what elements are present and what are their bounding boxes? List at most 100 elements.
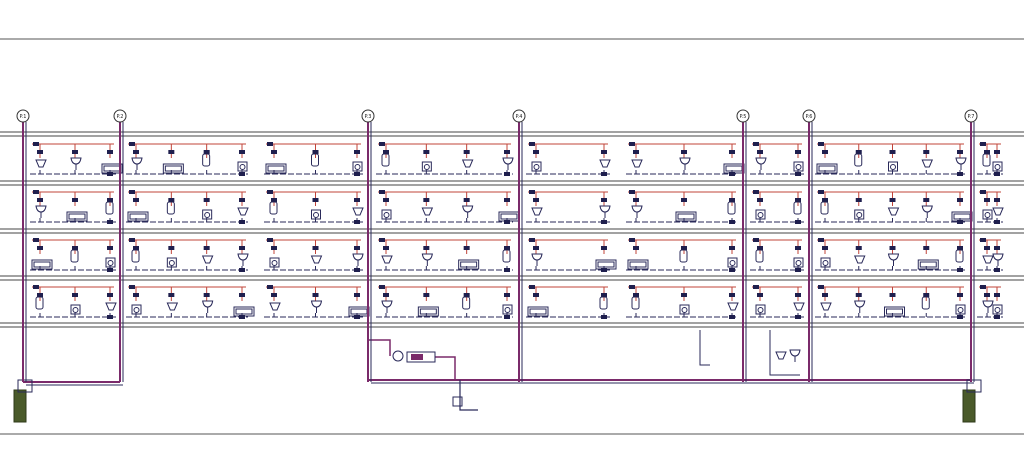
washing-machine-drum <box>729 260 736 266</box>
valve-icon <box>957 268 963 272</box>
valve-icon <box>529 190 535 194</box>
valve-icon <box>994 220 1000 224</box>
valve-icon <box>239 220 245 224</box>
valve-icon <box>994 172 1000 176</box>
valve-icon <box>354 220 360 224</box>
valve-icon <box>729 293 735 297</box>
washing-machine-drum <box>795 260 802 266</box>
valve-icon <box>994 150 1000 154</box>
valve-icon <box>994 198 1000 202</box>
riser-tag-label: P.7 <box>967 114 974 120</box>
washbasin-icon <box>599 205 611 213</box>
water-meter-icon <box>406 351 436 363</box>
valve-icon <box>633 246 639 250</box>
valve-icon <box>923 246 930 250</box>
valve-icon <box>129 190 135 194</box>
valve-icon <box>984 198 990 202</box>
valve-icon <box>957 198 963 202</box>
valve-icon <box>529 285 535 289</box>
valve-icon <box>133 246 139 250</box>
wc-icon <box>982 255 994 264</box>
valve-icon <box>168 246 175 250</box>
valve-icon <box>633 150 639 154</box>
valve-icon <box>203 150 210 154</box>
valve-icon <box>795 198 801 202</box>
washing-machine-icon <box>755 209 766 220</box>
valve-icon <box>818 142 824 146</box>
riser-tag-label: P.2 <box>116 114 123 120</box>
valve-icon <box>504 315 510 319</box>
valve-icon <box>37 246 43 250</box>
washing-machine-drum <box>354 164 361 170</box>
bathtub-icon <box>233 306 255 317</box>
washing-machine-drum <box>890 164 896 170</box>
bathtub-icon <box>884 306 905 317</box>
floor-slabs <box>0 131 1024 328</box>
washbasin-icon <box>955 157 967 165</box>
valve-icon <box>729 220 735 224</box>
riser-tag-bubble <box>16 109 30 123</box>
valve-icon <box>354 268 360 272</box>
washbasin-icon <box>502 157 514 165</box>
valve-icon <box>822 198 828 202</box>
valve-icon <box>72 150 78 154</box>
valve-layer <box>33 142 1000 319</box>
valve-icon <box>795 315 801 319</box>
valve-icon <box>239 315 245 319</box>
bathtub-icon <box>595 259 617 270</box>
washbasin-icon <box>70 157 82 165</box>
valve-icon <box>463 246 470 250</box>
valve-icon <box>601 150 607 154</box>
valve-icon <box>818 238 824 242</box>
wc-icon <box>727 302 739 311</box>
valve-icon <box>168 293 175 297</box>
fixture-layer <box>13 150 1004 423</box>
valve-icon <box>203 293 210 297</box>
washbasin-icon <box>237 253 249 261</box>
valve-icon <box>267 190 273 194</box>
basement-drain-pipe <box>699 330 800 376</box>
bathtub-inner <box>164 165 182 172</box>
valve-icon <box>533 198 539 202</box>
bathtub-inner <box>419 308 437 315</box>
valve-icon <box>203 198 210 202</box>
valve-icon <box>504 268 510 272</box>
riser-tag-bubble <box>113 109 127 123</box>
wc-icon <box>992 207 1004 216</box>
valve-icon <box>753 190 759 194</box>
valve-icon <box>423 150 430 154</box>
washing-machine-drum <box>957 307 964 313</box>
valve-icon <box>72 293 78 297</box>
bathtub-icon <box>675 211 697 222</box>
washing-machine-icon <box>531 161 542 172</box>
riser-tag-label: P.3 <box>364 114 371 120</box>
riser-tag-bubble <box>361 109 375 123</box>
washbasin-icon <box>202 300 214 308</box>
washbasin-icon <box>679 157 691 165</box>
washbasin-icon <box>854 300 866 308</box>
valve-icon <box>267 142 273 146</box>
valve-icon <box>681 150 687 154</box>
bathtub-inner <box>235 308 253 315</box>
washing-machine-icon <box>992 304 1003 315</box>
riser-tag-bubble <box>512 109 526 123</box>
riser-tag-bubble <box>802 109 816 123</box>
washing-machine-drum <box>383 212 390 218</box>
bathtub-icon <box>127 211 149 222</box>
wc-icon <box>820 302 832 311</box>
bathtub-inner <box>460 261 478 268</box>
valve-icon <box>239 172 245 176</box>
valve-icon <box>463 293 470 297</box>
valve-icon <box>795 293 801 297</box>
washing-machine-drum <box>757 307 764 313</box>
valve-icon <box>107 198 113 202</box>
wc-icon <box>631 159 643 168</box>
valve-icon <box>379 238 385 242</box>
valve-icon <box>379 285 385 289</box>
valve-icon <box>312 246 319 250</box>
washing-machine-icon <box>955 304 966 315</box>
bathtub-icon <box>66 211 88 222</box>
washbasin-icon <box>35 205 47 213</box>
valve-icon <box>463 198 470 202</box>
valve-icon <box>533 293 539 297</box>
